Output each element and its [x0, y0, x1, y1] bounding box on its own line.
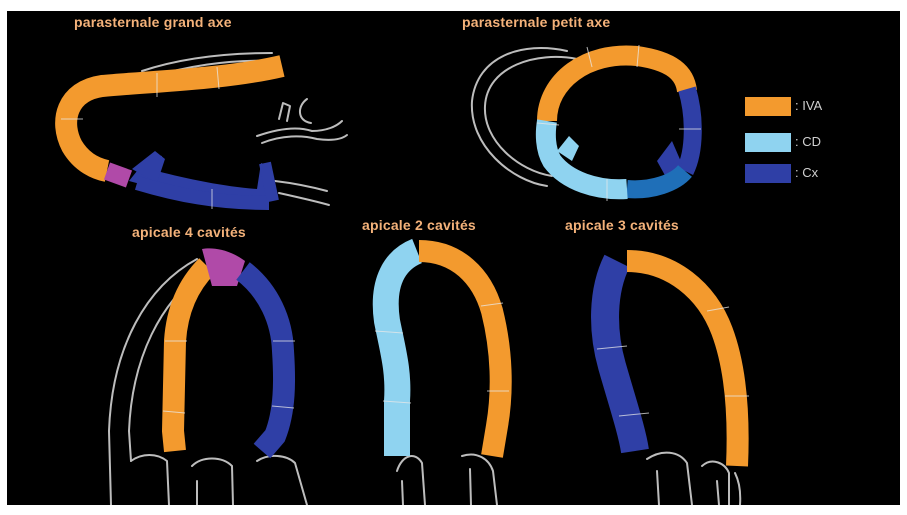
- a2c-segments: [386, 251, 501, 456]
- diagram-canvas: parasternale grand axe parasternale peti…: [7, 11, 900, 505]
- a4c-iva-segment: [173, 266, 207, 451]
- psax-cd-segment: [546, 121, 627, 189]
- segments-svg: [7, 11, 900, 505]
- a4c-outline: [192, 459, 233, 506]
- legend-item-cd: : CD: [745, 133, 865, 153]
- a3c-segments: [605, 261, 738, 466]
- plax-cx-segment: [265, 163, 273, 201]
- legend-swatch-cd: [745, 133, 791, 152]
- psax-iva-segment: [547, 55, 687, 121]
- plax-outline: [300, 99, 311, 123]
- psax-cd-segment: [627, 171, 685, 189]
- a4c-outline: [131, 455, 169, 505]
- a2c-outline: [470, 469, 471, 505]
- a3c-outline: [735, 473, 740, 505]
- a3c-outline: [657, 471, 659, 505]
- legend-swatch-iva: [745, 97, 791, 116]
- a3c-outline: [647, 453, 692, 505]
- legend-item-cx: : Cx: [745, 164, 865, 184]
- a2c-outline: [462, 454, 497, 505]
- legend-label-cx: : Cx: [795, 165, 818, 180]
- plax-title: parasternale grand axe: [74, 14, 232, 30]
- plax-outline: [275, 181, 327, 191]
- psax-title: parasternale petit axe: [462, 14, 610, 30]
- psax-segments: [546, 55, 693, 189]
- plax-iva-segment: [66, 66, 282, 171]
- plax-outline: [262, 135, 347, 143]
- legend-label-iva: : IVA: [795, 98, 822, 113]
- a4c-outline: [257, 456, 307, 505]
- a3c-title: apicale 3 cavités: [565, 217, 679, 233]
- a2c-outline: [402, 481, 403, 505]
- a3c-cx-segment: [605, 261, 635, 451]
- a3c-outline: [702, 462, 729, 505]
- plax-outline: [257, 121, 342, 136]
- plax-apex-segment: [107, 171, 129, 179]
- a3c-outline: [717, 481, 719, 505]
- a2c-iva-segment: [419, 251, 501, 456]
- legend-swatch-cx: [745, 164, 791, 183]
- a4c-title: apicale 4 cavités: [132, 224, 246, 240]
- a2c-title: apicale 2 cavités: [362, 217, 476, 233]
- legend-label-cd: : CD: [795, 134, 821, 149]
- a2c-cd-segment: [386, 251, 417, 456]
- plax-segments: [66, 66, 282, 203]
- psax-cx-segment: [685, 89, 693, 171]
- a4c-segments: [173, 248, 284, 451]
- legend-item-iva: : IVA: [745, 97, 865, 117]
- plax-outline: [279, 193, 329, 205]
- a4c-cx-segment: [243, 271, 284, 451]
- plax-outline: [279, 103, 290, 121]
